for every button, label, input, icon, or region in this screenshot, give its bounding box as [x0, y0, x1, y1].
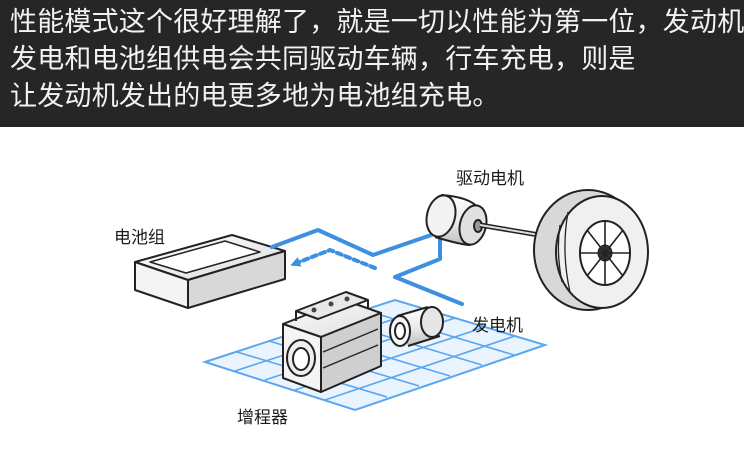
caption-line-2: 发电和电池组供电会共同驱动车辆，行车充电，则是 — [10, 44, 636, 75]
range-extender-label: 增程器 — [237, 408, 288, 428]
caption-line-3: 让发动机发出的电更多地为电池组充电。 — [10, 81, 500, 112]
generator — [389, 306, 444, 347]
generator-to-battery-arrow — [290, 248, 377, 270]
drive-motor — [425, 194, 546, 246]
energy-flow-arrows — [270, 228, 464, 306]
powertrain-illustration — [134, 189, 649, 412]
battery-pack — [134, 234, 286, 309]
generator-label: 发电机 — [472, 316, 523, 336]
battery-to-motor-arrow — [270, 228, 444, 257]
caption-line-1: 性能模式这个很好理解了，就是一切以性能为第一位，发动机 — [10, 7, 744, 38]
wheel — [533, 189, 649, 311]
range-extender-engine — [282, 291, 382, 393]
generator-to-motor-arrow — [393, 236, 464, 306]
drive-motor-label: 驱动电机 — [456, 169, 524, 189]
battery-label: 电池组 — [114, 228, 165, 248]
caption-banner: 性能模式这个很好理解了，就是一切以性能为第一位，发动机 发电和电池组供电会共同驱… — [0, 0, 744, 127]
